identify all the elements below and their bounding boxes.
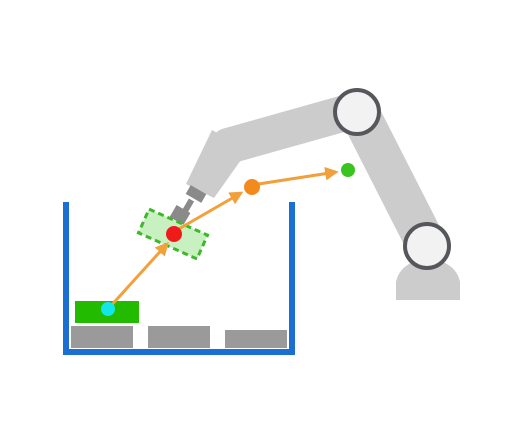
bin-object	[71, 326, 133, 348]
robot-base	[396, 258, 460, 300]
gripper-icon	[169, 185, 207, 226]
bin-object	[148, 326, 210, 348]
container-bin-icon	[63, 202, 295, 355]
robot-wrist	[186, 130, 248, 198]
trajectory	[106, 166, 339, 311]
start-point-icon	[101, 302, 115, 316]
trajectory-segment	[176, 191, 244, 232]
robot-lower-arm	[342, 98, 440, 252]
robot-arm-icon	[169, 88, 460, 300]
bin-object	[225, 330, 287, 348]
goal-point-icon	[341, 163, 355, 177]
trajectory-segment	[251, 166, 339, 187]
waypoint-icon	[244, 179, 260, 195]
trajectory-segment	[106, 242, 169, 311]
robot-base-joint	[403, 222, 451, 270]
grasp-point-icon	[166, 226, 182, 242]
robot-elbow-joint	[333, 88, 381, 136]
